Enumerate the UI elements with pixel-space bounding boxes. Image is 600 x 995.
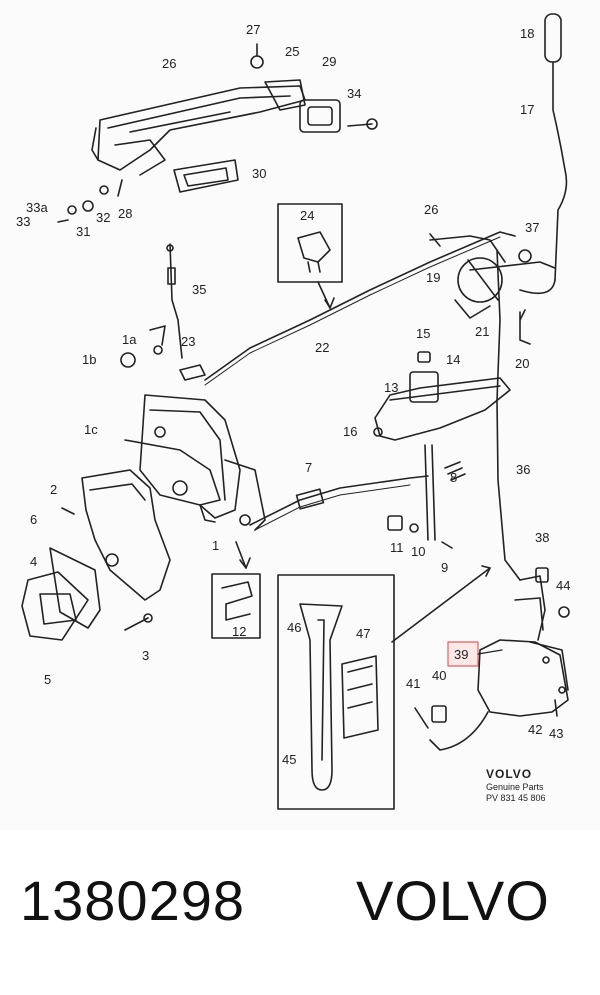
callout-28: 28 — [118, 206, 132, 221]
callout-17: 17 — [520, 102, 534, 117]
genuine-parts-brand: VOLVO Genuine Parts PV 831 45 806 — [486, 767, 546, 803]
callout-1a: 1a — [122, 332, 137, 347]
outer-handle-assembly — [57, 43, 378, 223]
inner-handle-assembly — [373, 351, 511, 441]
callout-29: 29 — [322, 54, 336, 69]
callout-9: 9 — [441, 560, 448, 575]
callout-25: 25 — [285, 44, 299, 59]
callout-14: 14 — [446, 352, 460, 367]
clip-detail-box — [277, 203, 343, 309]
callout-33a: 33a — [26, 200, 48, 215]
callout-1: 1 — [212, 538, 219, 553]
callout-20: 20 — [515, 356, 529, 371]
callout-5: 5 — [44, 672, 51, 687]
callout-2: 2 — [50, 482, 57, 497]
callout-33: 33 — [16, 214, 30, 229]
rod-7 — [249, 475, 429, 526]
callout-26-handle: 26 — [162, 56, 176, 71]
remote-control-mechanism — [429, 233, 556, 345]
callout-16: 16 — [343, 424, 357, 439]
striker-plate-assembly — [21, 469, 171, 641]
callout-19: 19 — [426, 270, 440, 285]
callout-41: 41 — [406, 676, 420, 691]
callout-13: 13 — [384, 380, 398, 395]
rod-36 — [496, 249, 521, 581]
diagram-svg: 27 26 25 29 34 18 17 30 33a 33 31 32 28 … — [16, 13, 570, 810]
callout-30: 30 — [252, 166, 266, 181]
callout-26-bracket: 26 — [424, 202, 438, 217]
central-locking-actuator — [414, 567, 570, 751]
callout-10: 10 — [411, 544, 425, 559]
callout-8: 8 — [450, 470, 457, 485]
brand-tagline: Genuine Parts — [486, 782, 544, 792]
rod-bracket-parts — [387, 444, 466, 549]
callout-27: 27 — [246, 22, 260, 37]
callout-4: 4 — [30, 554, 37, 569]
callout-36: 36 — [516, 462, 530, 477]
callout-12: 12 — [232, 624, 246, 639]
callout-32: 32 — [96, 210, 110, 225]
callout-39-highlighted: 39 — [454, 647, 468, 662]
callout-47: 47 — [356, 626, 370, 641]
vehicle-make: VOLVO — [356, 869, 550, 932]
callout-7: 7 — [305, 460, 312, 475]
callout-3: 3 — [142, 648, 149, 663]
catalog-code: PV 831 45 806 — [486, 793, 546, 803]
brand-logo: VOLVO — [486, 767, 532, 781]
callout-37: 37 — [525, 220, 539, 235]
callout-40: 40 — [432, 668, 446, 683]
lock-body — [120, 325, 266, 531]
callout-45: 45 — [282, 752, 296, 767]
inset-detail-box — [277, 565, 491, 810]
callout-11: 11 — [390, 540, 404, 555]
callout-35: 35 — [192, 282, 206, 297]
callout-22: 22 — [315, 340, 329, 355]
callout-38: 38 — [535, 530, 549, 545]
callout-42: 42 — [528, 722, 542, 737]
exploded-parts-diagram: 27 26 25 29 34 18 17 30 33a 33 31 32 28 … — [16, 13, 571, 810]
callout-1b: 1b — [82, 352, 96, 367]
callout-24: 24 — [300, 208, 314, 223]
callout-15: 15 — [416, 326, 430, 341]
callout-23: 23 — [181, 334, 195, 349]
callout-31: 31 — [76, 224, 90, 239]
callout-labels: 27 26 25 29 34 18 17 30 33a 33 31 32 28 … — [16, 22, 570, 767]
callout-21: 21 — [475, 324, 489, 339]
callout-34: 34 — [347, 86, 361, 101]
callout-18: 18 — [520, 26, 534, 41]
callout-6: 6 — [30, 512, 37, 527]
rod-35 — [169, 243, 183, 359]
clip-12-box — [211, 541, 261, 639]
callout-46: 46 — [287, 620, 301, 635]
part-footer — [0, 830, 600, 995]
callout-1c: 1c — [84, 422, 98, 437]
connecting-rod — [204, 231, 516, 381]
callout-44: 44 — [556, 578, 570, 593]
lock-rod-assembly — [519, 13, 568, 295]
callout-43: 43 — [549, 726, 563, 741]
part-number: 1380298 — [20, 869, 246, 932]
